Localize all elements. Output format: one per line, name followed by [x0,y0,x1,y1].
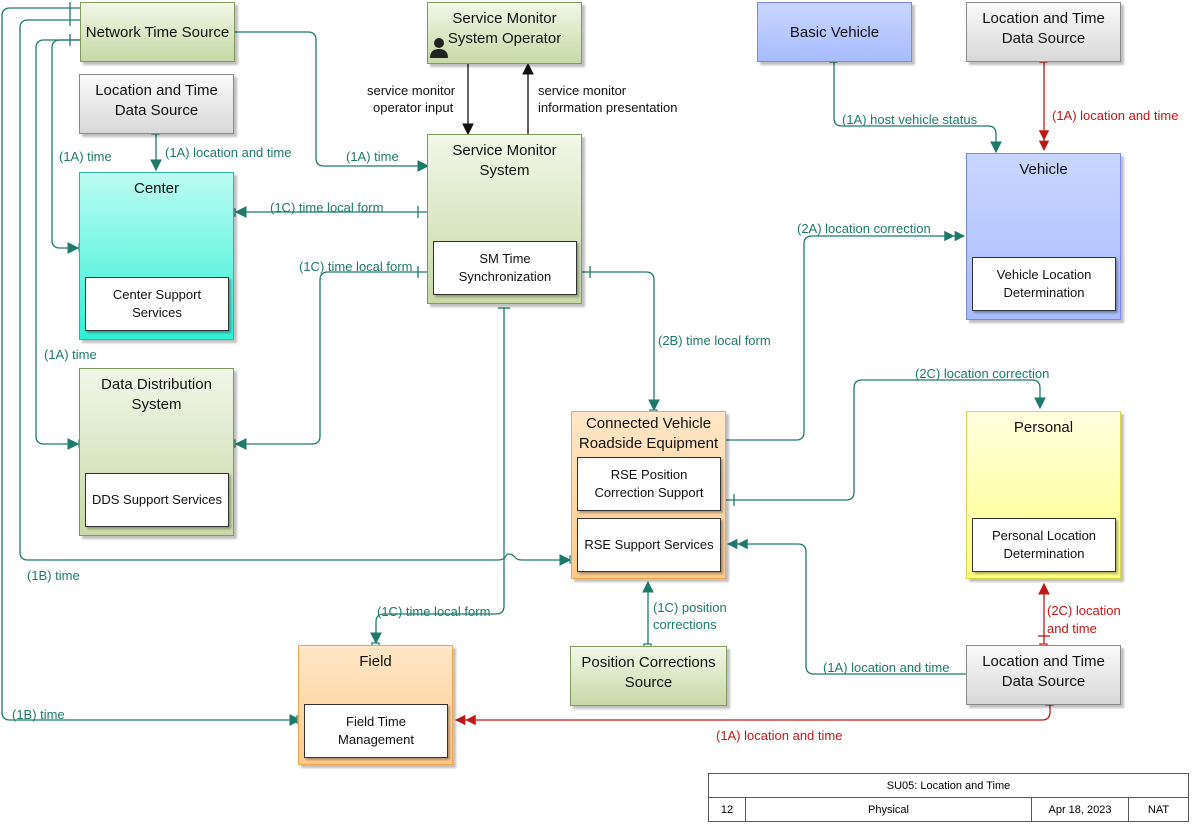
personal-label: Personal [1013,419,1074,436]
flow-time-field [1,7,302,726]
title-block-number: 12 [720,804,734,816]
flow-label-time-local-dds: (1C) time local form [299,259,413,274]
flow-time-sms [232,31,430,172]
flow-label-loc-time-rse: (1A) location and time [823,660,950,675]
flow-location-correction-vehicle [722,230,966,441]
data-distribution-label: Data Distribution System [101,376,212,413]
basic-vehicle-label: Basic Vehicle [789,24,880,41]
flow-label-loc-time-personal-1: (2C) location [1047,603,1121,618]
vehicle-box[interactable]: Vehicle Vehicle Location Determination [966,153,1121,320]
flow-time-local-cvrse [582,271,660,412]
title-block-view: Physical [868,804,909,816]
network-time-source-label: Network Time Source [85,24,230,41]
dds-support-label: DDS Support Services [91,492,223,507]
personal-location-label: Personal Location Determination [991,528,1097,561]
rse-support-label: RSE Support Services [584,537,714,552]
service-monitor-system-label: Service Monitor System [452,142,557,179]
position-corrections-source-label: Position Corrections Source [581,654,716,691]
lt-source-bottom-right-label: Location and Time Data Source [982,653,1105,690]
flow-label-position-1: (1C) position [653,600,727,615]
flow-loc-time-field [454,702,1051,726]
flow-label-loc-corr-vehicle: (2A) location correction [797,221,931,236]
flow-label-sm-input-2: operator input [373,100,454,115]
flow-label-loc-time-center: (1A) location and time [165,145,292,160]
personal-box[interactable]: Personal Personal Location Determination [966,411,1121,579]
flow-label-loc-time-vehicle: (1A) location and time [1052,108,1179,123]
flow-label-loc-time-field: (1A) location and time [716,728,843,743]
field-label: Field [359,653,392,670]
field-box[interactable]: Field Field Time Management [298,645,453,765]
flow-label-time-field: (1B) time [12,707,65,722]
rse-position-label: RSE Position Correction Support [594,467,704,500]
sm-operator-box[interactable]: Service Monitor System Operator [427,2,582,64]
flow-time-dds [35,39,80,450]
field-time-label: Field Time Management [338,714,414,747]
flow-loc-time-rse [726,538,966,675]
cv-rse-label: Connected Vehicle Roadside Equipment [578,415,719,452]
flow-label-loc-time-personal-2: and time [1047,621,1097,636]
center-support-box[interactable]: Center Support Services [85,277,229,331]
sm-time-sync-box[interactable]: SM Time Synchronization [433,241,577,295]
flow-time-local-dds [234,271,428,450]
service-monitor-system-box[interactable]: Service Monitor System SM Time Synchroni… [427,134,582,304]
flow-label-sm-info-1: service monitor [538,83,627,98]
center-box[interactable]: Center Center Support Services [79,172,234,340]
flow-label-position-2: corrections [653,617,717,632]
flow-host-vehicle-status [833,58,1002,154]
data-distribution-box[interactable]: Data Distribution System DDS Support Ser… [79,368,234,536]
flow-time-local-field [370,308,505,645]
flow-time-center [51,39,80,254]
flow-label-sm-info-2: information presentation [538,100,678,115]
lt-source-bottom-right-box[interactable]: Location and Time Data Source [966,645,1121,705]
flow-label-time-rse: (1B) time [27,568,80,583]
network-time-source-box[interactable]: Network Time Source [80,2,235,62]
sm-time-sync-label: SM Time Synchronization [458,251,552,284]
title-block-date: Apr 18, 2023 [1048,804,1112,816]
flow-label-time-dds: (1A) time [44,347,97,362]
flow-label-loc-corr-personal: (2C) location correction [915,366,1050,381]
flow-label-time-local-cvrse: (2B) time local form [658,333,771,348]
personal-location-box[interactable]: Personal Location Determination [972,518,1116,572]
rse-position-box[interactable]: RSE Position Correction Support [577,457,721,511]
lt-source-top-right-box[interactable]: Location and Time Data Source [966,2,1121,62]
vehicle-label: Vehicle [1019,161,1068,178]
title-block-scope: NAT [1147,804,1170,816]
lt-source-left-label: Location and Time Data Source [95,82,218,119]
flow-label-sm-input-1: service monitor [367,83,456,98]
basic-vehicle-box[interactable]: Basic Vehicle [757,2,912,62]
lt-source-left-box[interactable]: Location and Time Data Source [79,74,234,134]
flow-location-correction-personal [722,379,1046,501]
field-time-box[interactable]: Field Time Management [304,704,448,758]
dds-support-box[interactable]: DDS Support Services [85,473,229,527]
person-icon [430,38,448,58]
lt-source-top-right-label: Location and Time Data Source [982,10,1105,47]
center-support-label: Center Support Services [112,287,202,320]
flow-label-time-local-center: (1C) time local form [270,200,384,215]
sm-operator-label: Service Monitor System Operator [447,10,562,47]
flow-label-time-local-field: (1C) time local form [377,604,491,619]
flow-label-host-vehicle: (1A) host vehicle status [842,112,978,127]
title-block: SU05: Location and Time 12 Physical Apr … [708,773,1189,822]
center-label: Center [133,180,180,197]
vehicle-location-box[interactable]: Vehicle Location Determination [972,257,1116,311]
flow-label-time-center: (1A) time [59,149,112,164]
flow-label-time-sms: (1A) time [346,149,399,164]
vehicle-location-label: Vehicle Location Determination [996,267,1092,300]
rse-support-box[interactable]: RSE Support Services [577,518,721,572]
flow-time-rse [19,19,572,566]
position-corrections-source-box[interactable]: Position Corrections Source [570,646,727,706]
title-block-title: SU05: Location and Time [886,779,1011,792]
cv-rse-box[interactable]: Connected Vehicle Roadside Equipment RSE… [571,411,726,579]
